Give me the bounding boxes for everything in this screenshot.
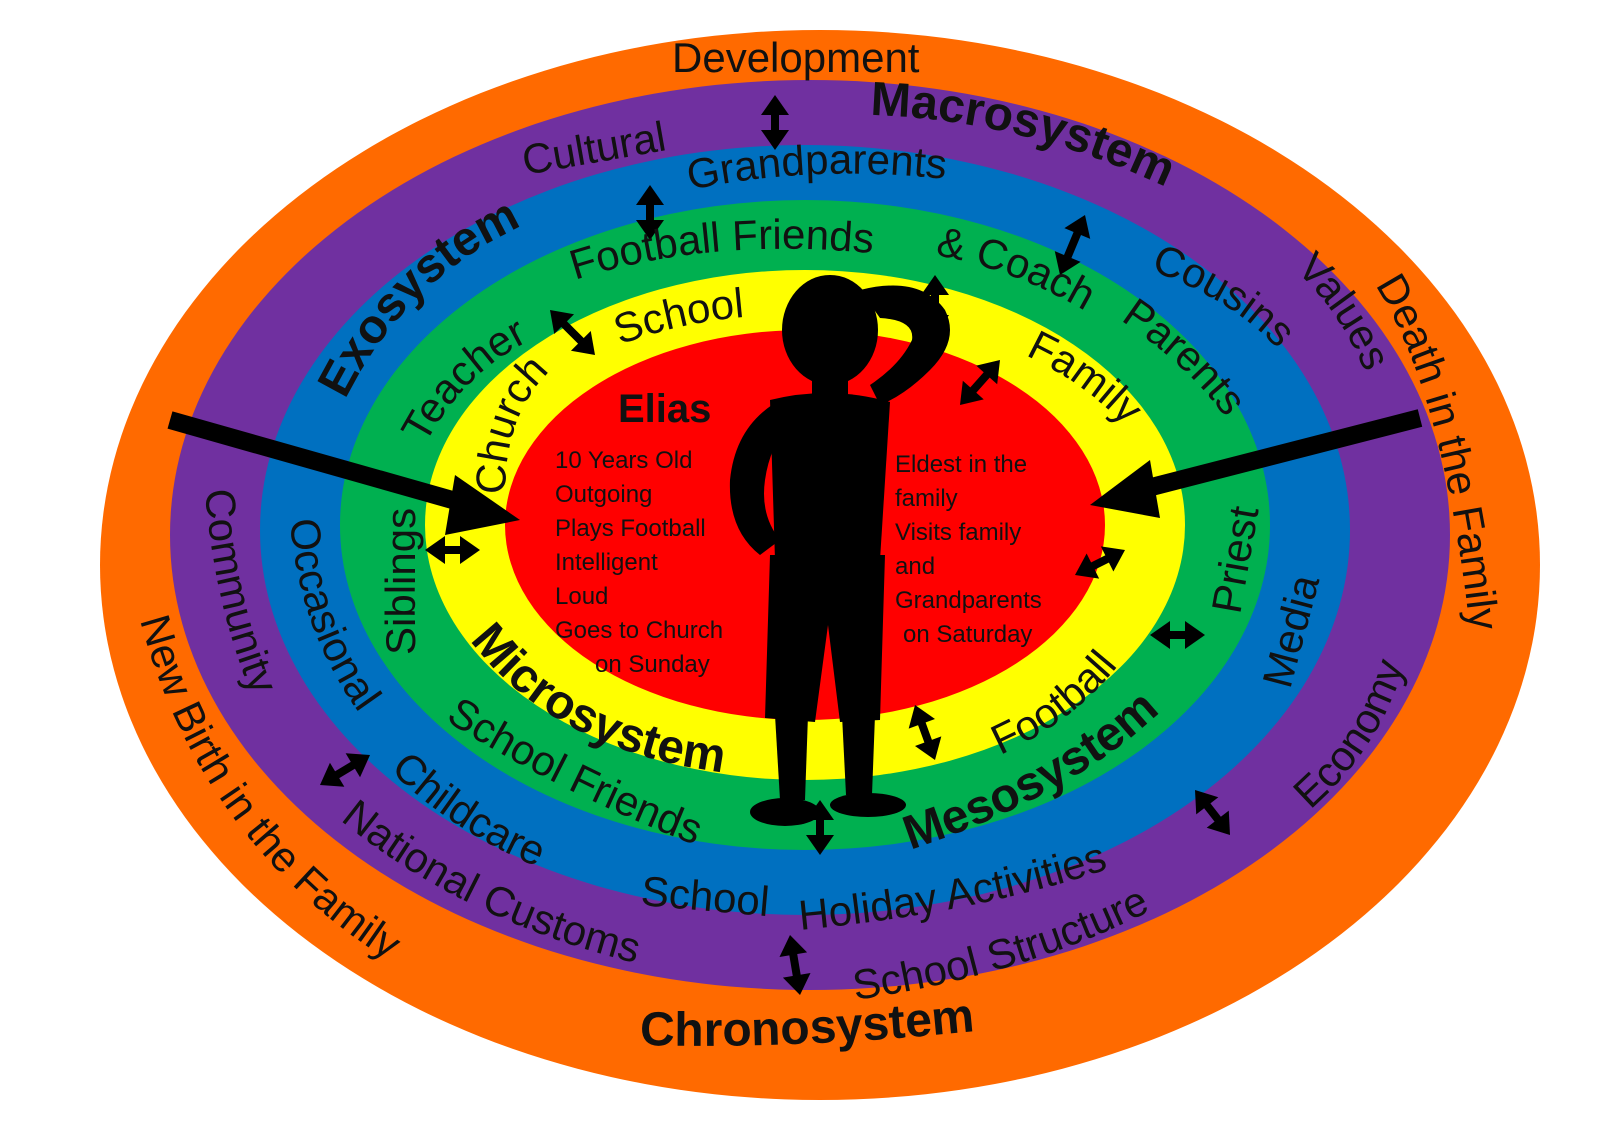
trait-line: on Sunday	[595, 651, 710, 678]
child-silhouette-icon	[729, 275, 950, 826]
double-arrow-icon	[908, 705, 942, 760]
double-arrow-icon	[1195, 790, 1230, 835]
double-arrow-icon	[425, 536, 480, 564]
trait-line: 10 Years Old	[555, 447, 692, 474]
trait-line: Grandparents	[895, 587, 1042, 614]
double-arrow-icon	[960, 360, 1000, 405]
trait-line: Plays Football	[555, 515, 706, 542]
trait-line: Eldest in the	[895, 451, 1027, 478]
trait-line: Intelligent	[555, 549, 658, 576]
right-pointer-arrow-icon	[1090, 409, 1423, 518]
trait-line: Outgoing	[555, 481, 652, 508]
double-arrow-icon	[1054, 215, 1091, 275]
trait-line: Visits family	[895, 519, 1021, 546]
siblings-label: Siblings	[377, 508, 424, 655]
exo-school-label: School	[639, 867, 771, 925]
double-arrow-icon	[761, 95, 789, 150]
trait-line: family	[895, 485, 958, 512]
development-label: Development	[672, 34, 920, 81]
double-arrow-icon	[550, 310, 595, 355]
double-arrow-icon	[779, 935, 811, 995]
double-arrow-icon	[1150, 621, 1205, 649]
double-arrow-icon	[1075, 546, 1125, 579]
trait-line: on Saturday	[903, 621, 1032, 648]
trait-line: Loud	[555, 583, 608, 610]
center-name: Elias	[618, 387, 711, 431]
double-arrow-icon	[320, 753, 370, 787]
trait-line: and	[895, 553, 935, 580]
left-pointer-arrow-icon	[167, 411, 520, 535]
trait-line: Goes to Church	[555, 617, 723, 644]
double-arrow-icon	[636, 185, 664, 240]
